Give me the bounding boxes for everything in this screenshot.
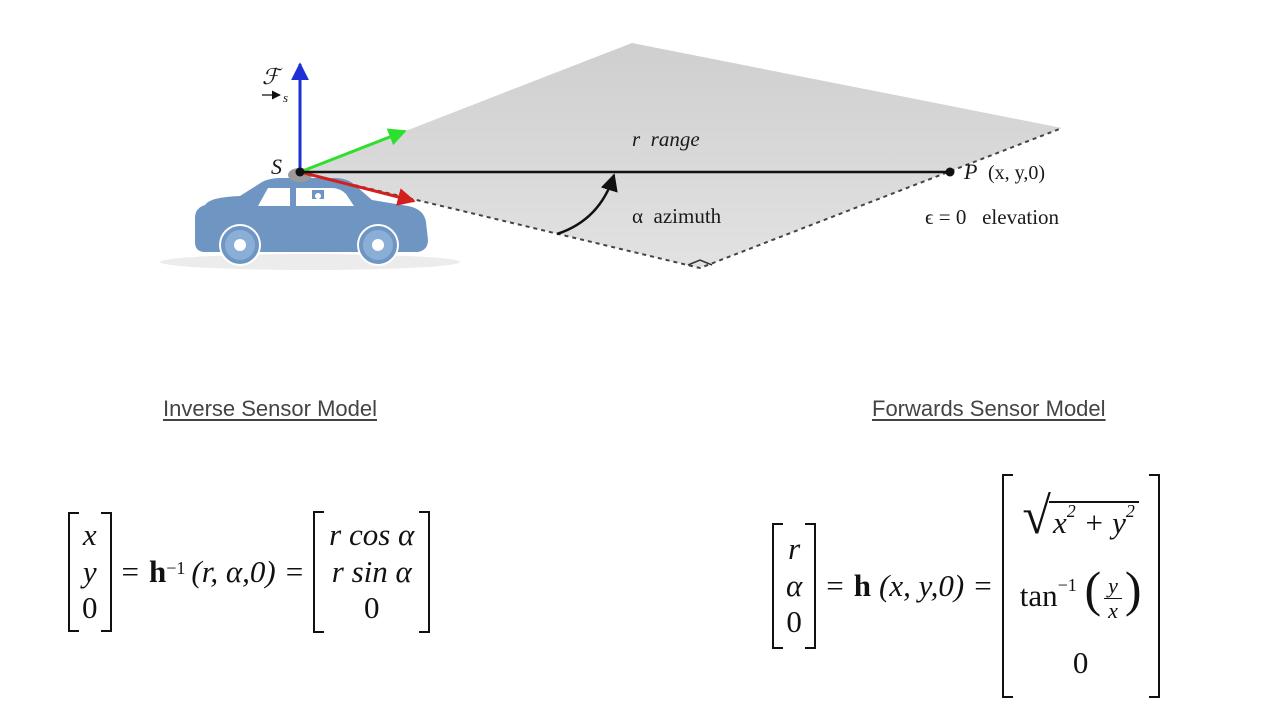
sqrt-term: + y	[1075, 504, 1126, 540]
car-icon	[195, 178, 428, 266]
point-coordinates: (x, y,0)	[988, 162, 1045, 184]
square-root: √ x2 + y2	[1022, 487, 1139, 545]
sensor-origin-dot	[295, 167, 305, 177]
polar-vector: r α 0	[772, 523, 817, 649]
plane-front-edge	[299, 127, 1063, 270]
azimuth-label: α azimuth	[632, 204, 722, 228]
range-label: r range	[632, 127, 700, 151]
inverse-superscript: −1	[166, 557, 186, 578]
sensor-geometry-diagram: ℱ s S r range α azimuth P (x, y,0) ϵ = 0…	[160, 43, 1063, 270]
right-angle-mark	[687, 259, 713, 266]
sqrt-term: x	[1052, 504, 1067, 540]
car-shadow	[160, 254, 460, 270]
vector-entry: 0	[364, 590, 380, 626]
sqrt-exponent: 2	[1066, 501, 1076, 522]
azimuth-arc-arrow	[556, 173, 618, 236]
equals-sign: =	[826, 568, 844, 603]
equals-sign: =	[974, 568, 992, 603]
green-axis-arrow	[299, 128, 407, 174]
function-arguments: (x, y,0)	[879, 568, 965, 603]
vector-entry: x	[82, 517, 97, 553]
target-point-dot	[945, 167, 955, 177]
vector-entry: 0	[82, 590, 98, 626]
tan-exponent: −1	[1057, 574, 1077, 595]
cartesian-vector: x y 0	[68, 512, 112, 632]
vector-entry: r cos α	[329, 517, 415, 553]
tan-function: tan	[1019, 577, 1058, 613]
fraction-numerator: y	[1104, 573, 1122, 600]
vector-entry: α	[786, 567, 803, 603]
elevation-label: ϵ = 0 elevation	[925, 205, 1060, 229]
ground-plane	[300, 43, 1062, 268]
sensor-label: S	[271, 154, 282, 179]
fraction-denominator: x	[1108, 598, 1118, 624]
inverse-sensor-model-equation: x y 0 = h−1 (r, α,0) = r cos α r sin α 0	[68, 511, 431, 633]
elevation-entry: 0	[1072, 644, 1089, 680]
sqrt-exponent: 2	[1125, 501, 1135, 522]
equals-sign: =	[121, 554, 139, 589]
left-paren-icon: (	[1084, 560, 1102, 617]
function-arguments: (r, α,0)	[191, 554, 276, 589]
vector-entry: r	[788, 531, 801, 567]
vector-entry: 0	[786, 604, 802, 640]
frame-label: ℱ	[262, 64, 283, 89]
inverse-sensor-model-heading: Inverse Sensor Model	[163, 396, 377, 421]
range-entry: √ x2 + y2	[1022, 487, 1139, 545]
right-paren-icon: )	[1124, 560, 1142, 617]
vector-entry: r sin α	[331, 553, 412, 589]
sqrt-sign-icon: √	[1022, 487, 1051, 545]
polar-to-cartesian-vector: r cos α r sin α 0	[313, 511, 431, 633]
forwards-sensor-model-heading: Forwards Sensor Model	[872, 396, 1106, 421]
frame-subscript: s	[283, 90, 288, 105]
function-symbol: h	[853, 568, 872, 603]
point-label: P	[963, 159, 977, 184]
function-symbol: h	[148, 554, 167, 589]
red-axis-arrow	[299, 170, 416, 206]
vector-entry: y	[82, 553, 97, 589]
equals-sign: =	[285, 554, 304, 589]
